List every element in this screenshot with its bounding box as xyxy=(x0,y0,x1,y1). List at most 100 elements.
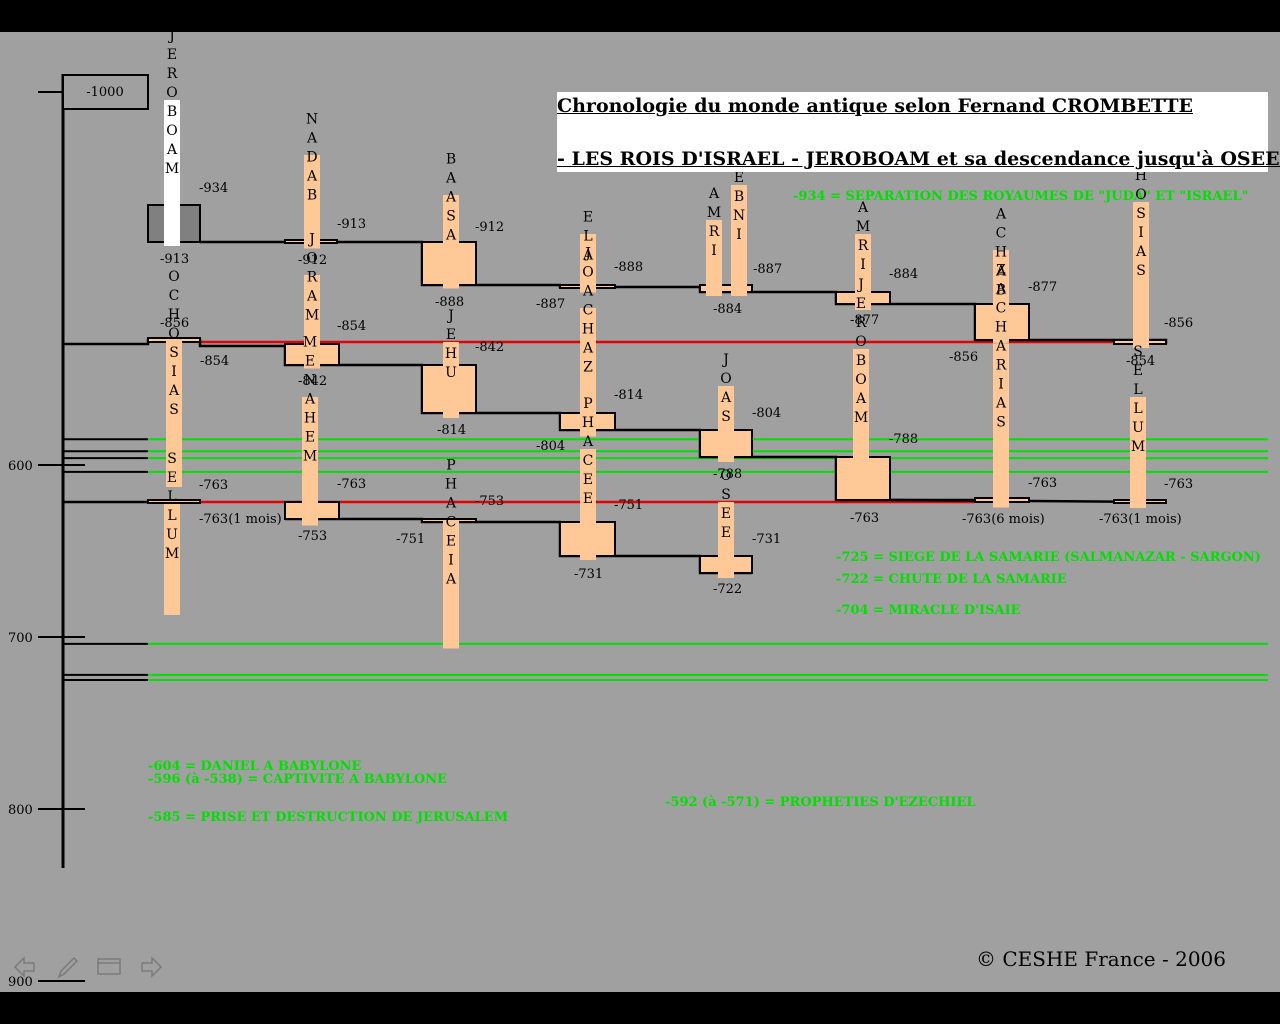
king-name-box xyxy=(580,234,596,293)
event-label: -722 = CHUTE DE LA SAMARIE xyxy=(836,572,1067,587)
copyright: © CESHE France - 2006 xyxy=(976,947,1227,971)
king-name: JORAM xyxy=(304,232,320,327)
king-name: AMRI xyxy=(855,200,871,276)
year-label: -763 xyxy=(850,511,879,526)
event-label: -704 = MIRACLE D'ISAIE xyxy=(836,603,1021,618)
year-label: -763(1 mois) xyxy=(199,512,282,527)
reign-box xyxy=(699,284,753,293)
king-name: ZACHARIAS xyxy=(993,263,1009,434)
year-label: -722 xyxy=(713,582,742,597)
start-year-label: -1000 xyxy=(86,85,123,100)
year-label: -763 xyxy=(337,477,366,492)
reign-connector xyxy=(285,517,752,575)
forward-arrow-icon[interactable] xyxy=(138,954,164,980)
year-label: -763 xyxy=(199,478,228,493)
king-name: NADAB xyxy=(304,112,320,207)
year-label: -856 xyxy=(949,350,978,365)
king-name: JEROBOAM xyxy=(164,32,180,180)
year-label: -763 xyxy=(1028,476,1057,491)
year-label: -887 xyxy=(536,297,565,312)
year-label: -814 xyxy=(437,423,466,438)
king-name-box xyxy=(580,449,596,560)
king-name: JOACHAZ xyxy=(580,246,596,379)
king-name-box xyxy=(1133,202,1149,348)
year-label: -877 xyxy=(1028,280,1057,295)
year-label: -751 xyxy=(396,532,425,547)
king-name: OSEE xyxy=(718,468,734,544)
king-name-box xyxy=(443,342,459,418)
king-name-box xyxy=(443,520,459,649)
year-label: -877 xyxy=(850,313,879,328)
king-name: AMRI xyxy=(706,186,722,262)
axis-tick-label: 600 xyxy=(8,459,33,474)
axis-tick-label: 900 xyxy=(8,975,33,990)
event-label: -934 = SEPARATION DES ROYAUMES DE "JUDA"… xyxy=(793,189,1248,204)
king-name: MENAHEM xyxy=(302,335,318,468)
king-name: JEHU xyxy=(443,308,459,384)
year-label: -888 xyxy=(614,260,643,275)
king-name-box xyxy=(718,502,734,578)
king-name: JEROBOAM xyxy=(853,277,869,429)
year-label: -731 xyxy=(574,567,603,582)
year-label: -887 xyxy=(753,262,782,277)
reign-box xyxy=(147,499,201,504)
title-box: Chronologie du monde antique selon Ferna… xyxy=(557,92,1280,172)
slide-menu-icon[interactable] xyxy=(96,954,122,980)
king-name: JOAS xyxy=(718,352,734,428)
year-label: -753 xyxy=(475,494,504,509)
event-label: -596 (à -538) = CAPTIVITE A BABYLONE xyxy=(148,772,447,787)
king-name: SELLUM xyxy=(164,451,180,565)
year-label: -804 xyxy=(536,439,565,454)
king-name: ACHAB xyxy=(993,207,1009,302)
year-label: -913 xyxy=(160,252,189,267)
king-name-box xyxy=(718,386,734,462)
title-line-1: Chronologie du monde antique selon Ferna… xyxy=(557,95,1194,117)
year-label: -856 xyxy=(160,316,189,331)
start-year-box xyxy=(62,74,149,110)
king-name-box xyxy=(853,349,869,495)
year-label: -842 xyxy=(475,340,504,355)
king-name: OCHOSIAS xyxy=(166,269,182,421)
year-label: -884 xyxy=(889,267,918,282)
king-name-box xyxy=(706,220,722,296)
year-label: -934 xyxy=(199,181,228,196)
back-arrow-icon[interactable] xyxy=(12,954,38,980)
king-name-box xyxy=(443,195,459,289)
king-name-box xyxy=(166,341,182,487)
king-name-box xyxy=(164,504,180,615)
event-label: -604 = DANIEL A BABYLONE xyxy=(148,759,361,774)
year-label: -804 xyxy=(752,406,781,421)
title-line-2: - LES ROIS D'ISRAEL - JEROBOAM et sa des… xyxy=(557,148,1280,170)
king-name: PHACEE xyxy=(580,396,596,510)
king-name: BAASA xyxy=(443,152,459,247)
year-label: -788 xyxy=(713,467,742,482)
king-name-box xyxy=(855,234,871,310)
year-label: -842 xyxy=(298,374,327,389)
year-label: -854 xyxy=(1126,354,1155,369)
year-label: -913 xyxy=(337,217,366,232)
year-label: -763(6 mois) xyxy=(962,512,1045,527)
year-label: -731 xyxy=(752,532,781,547)
king-name-box xyxy=(731,185,747,296)
year-label: -912 xyxy=(298,253,327,268)
year-label: -753 xyxy=(298,529,327,544)
event-label: -725 = SIEGE DE LA SAMARIE (SALMANAZAR -… xyxy=(836,550,1261,565)
king-name-box xyxy=(580,308,596,437)
pen-icon[interactable] xyxy=(54,954,80,980)
year-label: -751 xyxy=(614,498,643,513)
king-name-box xyxy=(302,397,318,526)
year-label: -763 xyxy=(1164,477,1193,492)
year-label: -788 xyxy=(889,432,918,447)
year-label: -912 xyxy=(475,220,504,235)
year-label: -856 xyxy=(1164,316,1193,331)
year-label: -854 xyxy=(200,354,229,369)
king-name: SELLUM xyxy=(1130,344,1146,458)
year-label: -763(1 mois) xyxy=(1099,512,1182,527)
event-label: -592 (à -571) = PROPHETIES D'EZECHIEL xyxy=(665,795,976,810)
king-name-box xyxy=(304,275,320,369)
axis-tick-label: 800 xyxy=(8,803,33,818)
king-name-box xyxy=(1130,397,1146,508)
king-name: PHACEIA xyxy=(443,458,459,591)
